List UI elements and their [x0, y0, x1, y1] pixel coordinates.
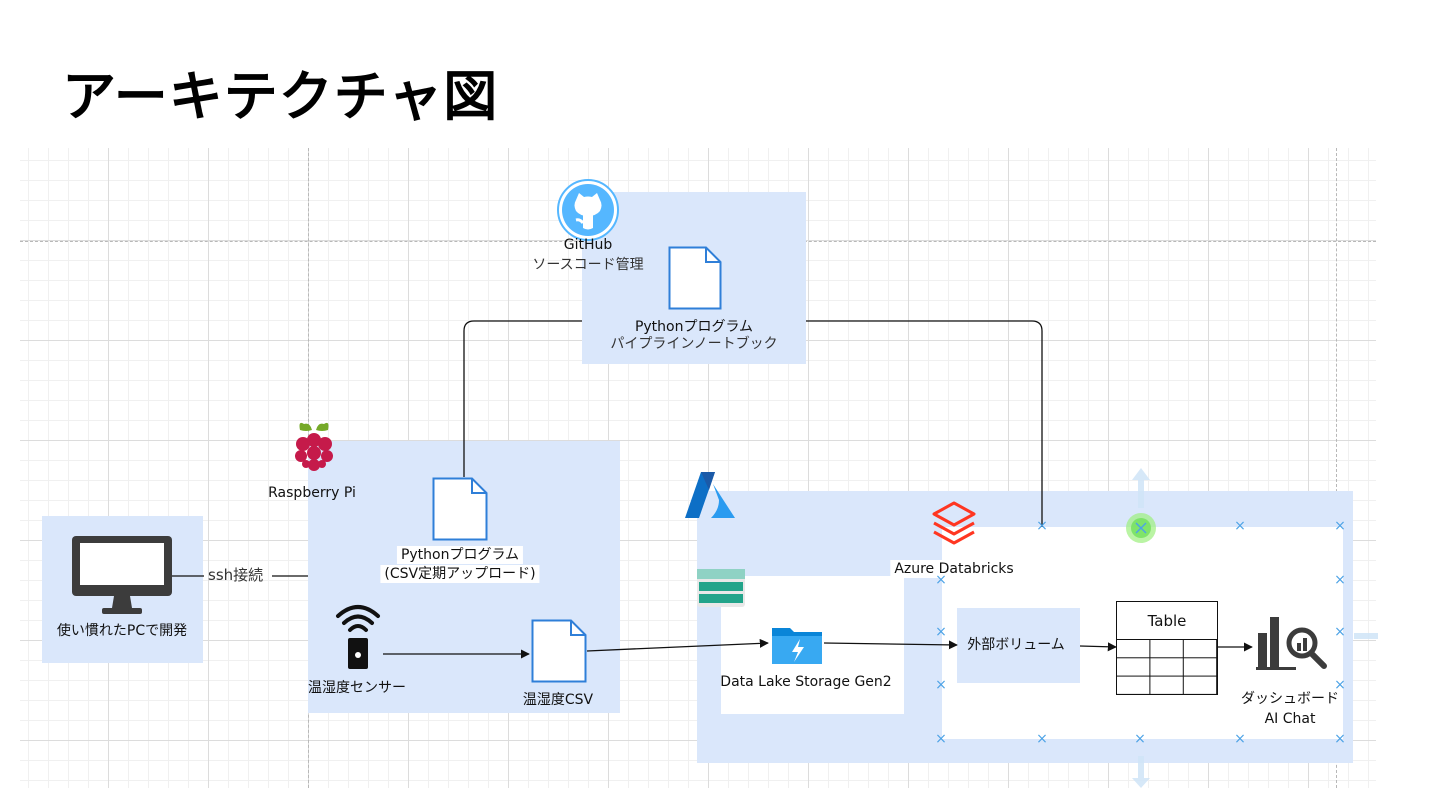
python-upload-file-icon[interactable] — [432, 477, 488, 545]
external-volume-box[interactable] — [957, 608, 1080, 683]
monitor-icon[interactable] — [70, 534, 174, 620]
page-title: アーキテクチャ図 — [62, 65, 499, 128]
connection-point-icon[interactable]: × — [935, 572, 947, 588]
github-subtitle: ソースコード管理 — [532, 257, 644, 273]
python-notebook-file-icon[interactable] — [668, 246, 722, 314]
connection-point-icon[interactable]: × — [935, 731, 947, 747]
connection-point-icon[interactable]: × — [1334, 677, 1346, 693]
rpi-file-label-2: (CSV定期アップロード) — [380, 565, 540, 583]
azure-logo-icon[interactable] — [683, 470, 737, 524]
connection-point-icon[interactable]: × — [935, 624, 947, 640]
dashboard-search-icon[interactable] — [1256, 611, 1330, 675]
raspberry-pi-label: Raspberry Pi — [268, 485, 356, 501]
connection-point-icon[interactable]: × — [1334, 731, 1346, 747]
databricks-icon[interactable] — [931, 500, 977, 552]
sensor-label: 温湿度センサー — [308, 680, 406, 696]
raspberry-pi-icon[interactable] — [290, 418, 338, 478]
rpi-file-label-1: Pythonプログラム — [396, 546, 524, 564]
rotate-handle-icon[interactable] — [1124, 511, 1158, 549]
pc-label: 使い慣れたPCで開発 — [56, 623, 188, 639]
external-volume-label: 外部ボリューム — [967, 637, 1065, 653]
table-grid-icon — [1117, 640, 1217, 695]
resize-arrow-down-icon[interactable] — [1130, 756, 1152, 794]
github-label: GitHub — [563, 237, 613, 253]
dashboard-label-1: ダッシュボード — [1241, 691, 1339, 707]
connection-point-icon[interactable]: × — [1234, 518, 1246, 534]
data-lake-icon[interactable] — [770, 622, 824, 670]
azure-gap — [904, 576, 942, 714]
ssh-label: ssh接続 — [208, 566, 264, 584]
connection-point-icon[interactable]: × — [1234, 731, 1246, 747]
connection-point-icon[interactable]: × — [1036, 518, 1048, 534]
connection-point-icon[interactable]: × — [935, 677, 947, 693]
connection-point-icon[interactable]: × — [1334, 624, 1346, 640]
connection-point-icon[interactable]: × — [1334, 518, 1346, 534]
github-file-label-2: パイプラインノートブック — [610, 336, 778, 352]
csv-label: 温湿度CSV — [522, 692, 594, 708]
storage-account-icon[interactable] — [697, 569, 745, 611]
connection-point-icon[interactable]: × — [1334, 572, 1346, 588]
data-lake-label: Data Lake Storage Gen2 — [720, 674, 892, 690]
connection-point-icon[interactable]: × — [1134, 731, 1146, 747]
resize-arrow-up-icon[interactable] — [1130, 466, 1152, 514]
csv-file-icon[interactable] — [531, 619, 587, 687]
wifi-sensor-icon[interactable] — [332, 600, 384, 676]
guide-line — [1336, 148, 1337, 788]
connection-point-icon[interactable]: × — [1036, 731, 1048, 747]
github-file-label-1: Pythonプログラム — [634, 319, 754, 335]
github-icon[interactable] — [556, 178, 620, 246]
dashboard-label-2: AI Chat — [1264, 711, 1316, 727]
table-node[interactable]: Table — [1116, 601, 1218, 695]
databricks-label: Azure Databricks — [890, 560, 1018, 578]
table-label: Table — [1117, 602, 1217, 640]
resize-arrow-right-icon[interactable] — [1354, 627, 1378, 646]
